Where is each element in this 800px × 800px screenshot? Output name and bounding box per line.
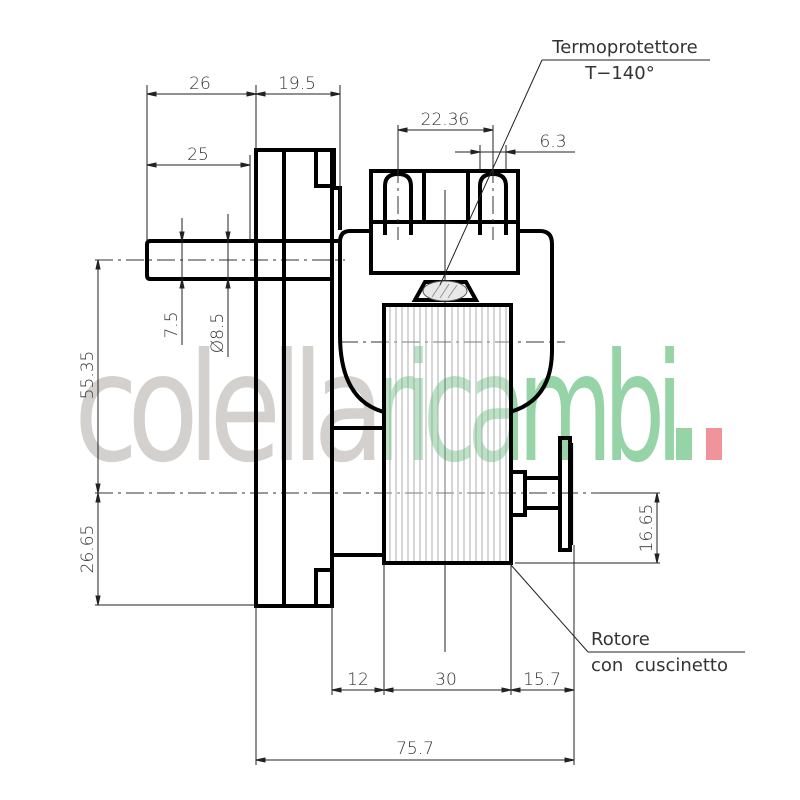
label-thermal-protector-rating: T−140°: [584, 63, 654, 84]
watermark-dot-red: [706, 428, 722, 460]
dimension-labels: 26 19.5 25 22.36 6.3 7.5 Ø8.5 55.35 26.6…: [78, 74, 657, 759]
dimension-lines: [95, 59, 745, 765]
dim-overall-width: 75.7: [396, 739, 434, 759]
gearbox-housing: [145, 148, 384, 608]
terminal-block: [369, 165, 520, 275]
dim-shaft-length-top: 26: [189, 74, 211, 94]
label-rotor: Rotore: [591, 629, 650, 650]
dim-shaft-diameter: Ø8.5: [208, 313, 228, 353]
rotor-stack: [382, 303, 513, 565]
thermal-protector: [411, 280, 480, 302]
dim-rotor-axis-to-rotor-bottom: 16.65: [637, 504, 657, 553]
watermark-colella: colella: [74, 322, 375, 496]
dim-rotor-width: 30: [435, 670, 457, 690]
dim-terminal-spacing: 22.36: [421, 110, 470, 130]
dim-rotor-overhang: 15.7: [523, 670, 561, 690]
label-thermal-protector: Termoprotettore: [551, 37, 697, 58]
dim-gearbox-width: 19.5: [278, 74, 316, 94]
dim-rotor-axis-to-bottom: 26.65: [78, 525, 98, 574]
dim-terminal-width: 6.3: [539, 132, 566, 152]
label-rotor-bearing: con cuscinetto: [591, 655, 728, 676]
rear-bearing: [511, 436, 574, 552]
motor-frame: [332, 229, 554, 430]
dim-shaft-length: 25: [187, 145, 209, 165]
dim-shaft-flat: 7.5: [162, 311, 182, 338]
dim-shaft-to-rotor-axis: 55.35: [78, 351, 98, 400]
watermark-dot-green: [676, 428, 692, 460]
dim-spacer-width: 12: [347, 670, 369, 690]
center-lines: [95, 190, 600, 652]
callout-labels: Termoprotettore T−140° Rotore con cuscin…: [551, 37, 728, 676]
